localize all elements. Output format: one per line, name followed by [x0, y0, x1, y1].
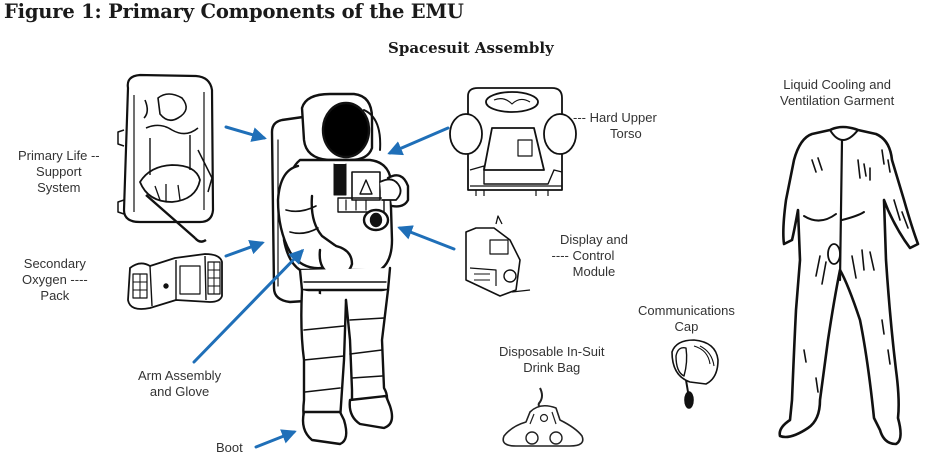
- label-secondary-oxygen-pack: Secondary Oxygen ---- Pack: [22, 256, 88, 303]
- label-display-and-control-module: Display and ---- Control Module: [551, 232, 628, 279]
- label-hard-upper-torso: --- Hard Upper Torso: [573, 110, 657, 141]
- hut-illustration: [449, 87, 577, 196]
- label-disposable-in-suit-drink-bag: Disposable In-Suit Drink Bag: [499, 344, 605, 375]
- plss-illustration: [117, 73, 215, 243]
- leader-arrows: [192, 125, 456, 449]
- sop-illustration: [127, 253, 223, 310]
- label-boot: Boot: [216, 440, 243, 455]
- arrow-plss: [224, 125, 267, 142]
- arrow-sop: [224, 240, 265, 258]
- arrow-dcm: [397, 225, 456, 251]
- arrow-boot: [254, 429, 297, 449]
- lcvg-illustration: [778, 125, 920, 446]
- label-liquid-cooling-and-ventilation-garment: Liquid Cooling and Ventilation Garment: [780, 77, 895, 108]
- astronaut-illustration: [270, 92, 410, 446]
- dcm-illustration: [465, 215, 531, 297]
- label-primary-life-support-system: Primary Life -- Support System: [18, 148, 100, 195]
- arrow-hut: [387, 126, 450, 156]
- drink-bag-illustration: [502, 387, 584, 447]
- comm-cap-illustration: [671, 339, 719, 409]
- label-communications-cap: Communications Cap: [638, 303, 735, 334]
- label-arm-assembly-and-glove: Arm Assembly and Glove: [138, 368, 222, 399]
- figure-title: Figure 1: Primary Components of the EMU: [4, 0, 464, 23]
- arrow-arm: [192, 248, 305, 364]
- diagram-subtitle: Spacesuit Assembly: [388, 39, 554, 57]
